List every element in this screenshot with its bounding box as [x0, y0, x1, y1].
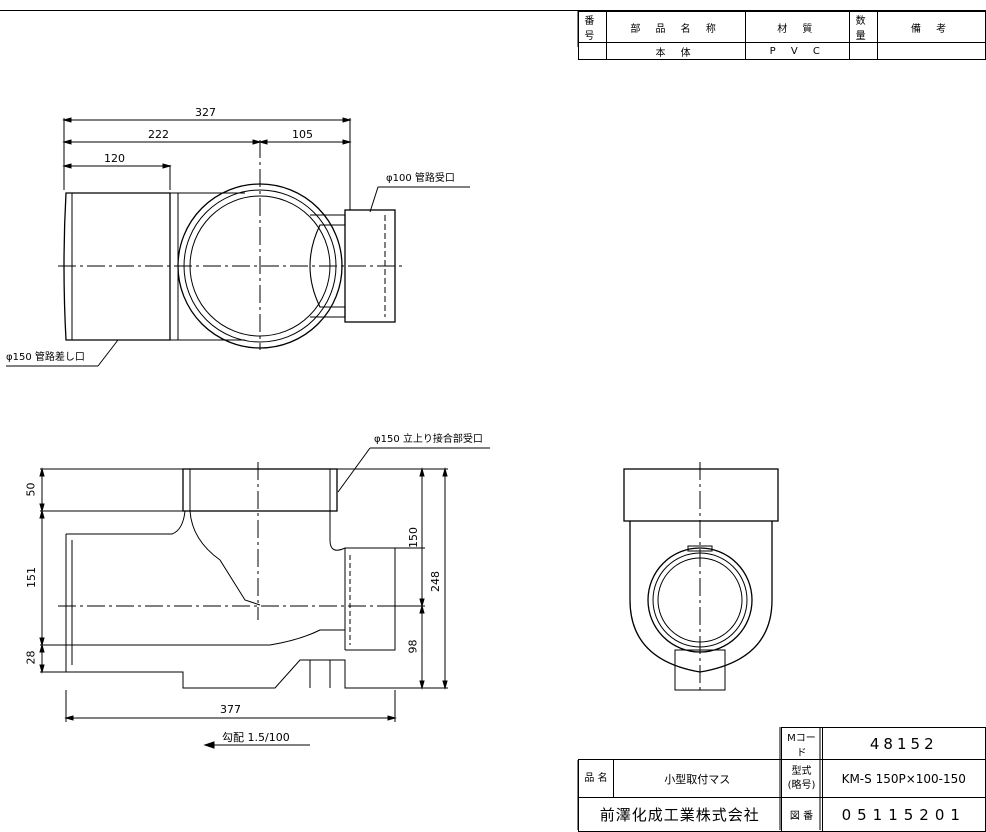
dim-overall-width: 327 [195, 106, 216, 119]
dim-inner-width: 120 [104, 152, 125, 165]
name-row: 品 名 小型取付マス 型式 (略号) KM-S 150P×100-150 [578, 759, 986, 798]
mcode-value: 48152 [821, 727, 986, 760]
mcode-label: Mコード [780, 727, 823, 760]
model-value: KM-S 150P×100-150 [821, 759, 986, 798]
parts-table-header-row: 番号 部 品 名 称 材 質 数量 備 考 [578, 11, 986, 43]
company-name: 前澤化成工業株式会社 [578, 797, 782, 832]
name-label: 品 名 [579, 760, 614, 797]
header-material: 材 質 [745, 11, 851, 43]
row-number [578, 42, 607, 60]
row-quantity [849, 42, 879, 60]
dim-right-lower: 98 [406, 639, 420, 654]
company-row: 前澤化成工業株式会社 図 番 05115201 [578, 797, 986, 832]
dim-right-total: 248 [429, 571, 442, 592]
title-block: Mコード 48152 品 名 小型取付マス 型式 (略号) KM-S 150P×… [578, 727, 986, 832]
dim-right-upper: 150 [407, 527, 420, 548]
label-outlet: φ100 管路受口 [386, 173, 455, 184]
label-riser: φ150 立上り接合部受口 [374, 434, 483, 445]
mcode-row: Mコード 48152 [579, 727, 986, 760]
row-part-name: 本 体 [605, 42, 747, 60]
dim-mid-left: 151 [25, 567, 38, 588]
label-inlet: φ150 管路差し口 [6, 352, 85, 363]
dim-right-width: 105 [292, 128, 313, 141]
top-view [6, 117, 470, 367]
side-view [623, 462, 779, 692]
drawing-label: 図 番 [780, 797, 823, 832]
dim-left-width: 222 [148, 128, 169, 141]
model-label: 型式 (略号) [780, 759, 823, 798]
header-remarks: 備 考 [877, 11, 986, 43]
dim-bot-left: 28 [24, 650, 38, 665]
header-number: 番号 [578, 11, 607, 43]
front-view [39, 447, 490, 749]
frame [577, 10, 986, 830]
name-value: 小型取付マス [664, 772, 731, 786]
header-part-name: 部 品 名 称 [605, 11, 747, 43]
parts-table-row: 本 体 P V C [578, 42, 986, 60]
header-quantity: 数量 [849, 11, 879, 43]
drawing-value: 05115201 [821, 797, 986, 832]
row-material: P V C [745, 42, 851, 60]
dim-bottom-length: 377 [220, 703, 241, 716]
parts-table: 番号 部 品 名 称 材 質 数量 備 考 本 体 P V C [578, 11, 986, 60]
slope-label: 勾配 1.5/100 [222, 731, 290, 744]
dim-top-left: 50 [24, 482, 38, 497]
row-remarks [877, 42, 986, 60]
